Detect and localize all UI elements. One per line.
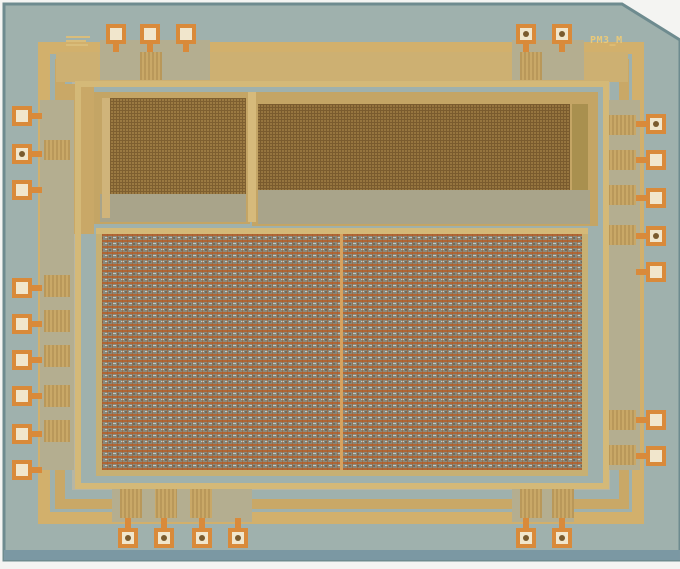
bond-pads-bottom — [118, 518, 572, 548]
io-cells-bottom — [112, 486, 574, 522]
bond-pad — [636, 262, 666, 282]
bond-pad — [636, 446, 666, 466]
bond-pad — [636, 114, 666, 134]
io-cells-right — [604, 100, 640, 470]
top-left-marking — [66, 36, 90, 46]
bond-pad — [12, 314, 42, 334]
ram-array-left — [94, 92, 250, 224]
bond-pad — [12, 106, 42, 126]
bond-pad — [636, 150, 666, 170]
bond-pad — [140, 24, 160, 52]
ram-array-right — [248, 92, 598, 226]
bond-pad — [192, 518, 212, 548]
bond-pad — [118, 518, 138, 548]
io-cells-left — [40, 100, 74, 470]
bond-pad — [552, 518, 572, 548]
bond-pad — [636, 410, 666, 430]
bond-pad — [12, 350, 42, 370]
bond-pad — [12, 144, 42, 164]
bond-pads-right — [636, 114, 666, 466]
bond-pad — [636, 226, 666, 246]
bond-pad — [12, 386, 42, 406]
bond-pad — [12, 424, 42, 444]
bond-pad — [106, 24, 126, 52]
bond-pad — [552, 24, 572, 52]
bond-pad — [176, 24, 196, 52]
bond-pad — [12, 278, 42, 298]
bond-pad — [12, 180, 42, 200]
bond-pads-top — [106, 24, 572, 52]
core-frame — [75, 81, 609, 489]
bond-pad — [12, 460, 42, 480]
bond-pads-left — [12, 106, 42, 480]
bond-pad — [516, 24, 536, 52]
bond-pad — [154, 518, 174, 548]
bond-pad — [636, 188, 666, 208]
die-label: PM3_M — [590, 35, 623, 46]
bond-pad — [228, 518, 248, 548]
bond-pad — [516, 518, 536, 548]
logic-core — [96, 228, 588, 476]
